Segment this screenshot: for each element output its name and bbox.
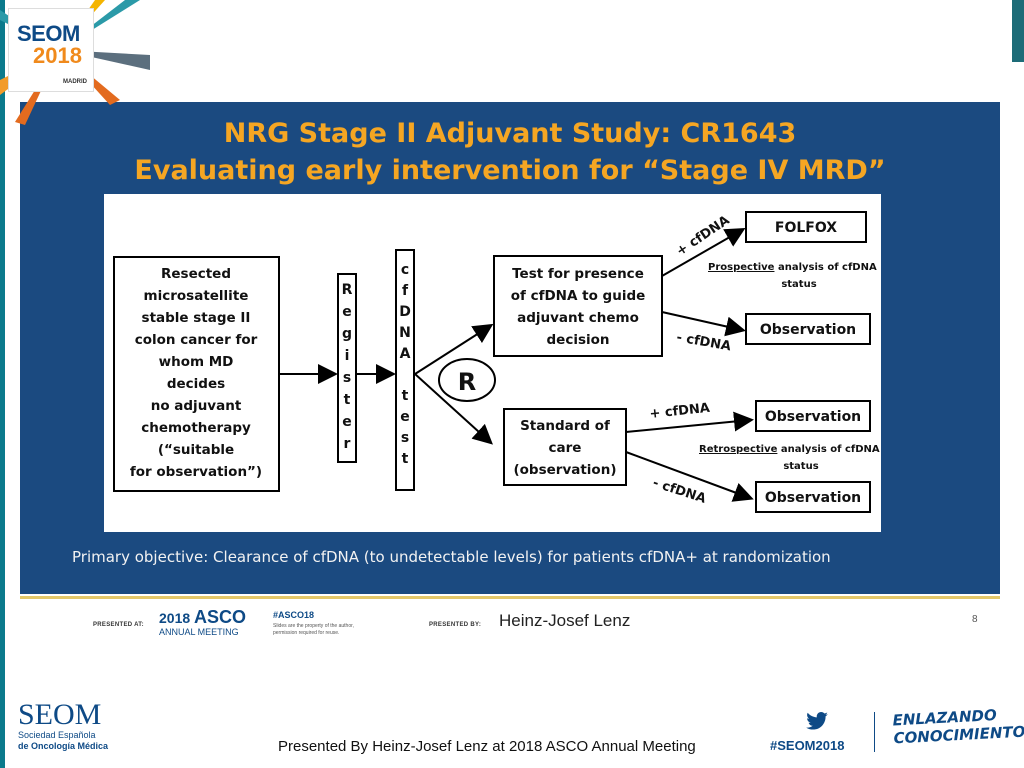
right-accent-strip bbox=[1012, 0, 1024, 62]
logo-line2: 2018 bbox=[33, 43, 82, 68]
note1-rest: analysis of cfDNA bbox=[774, 262, 877, 273]
presented-by-label: PRESENTED BY: bbox=[429, 622, 482, 628]
logo-line1: SEOM bbox=[17, 21, 80, 46]
register-letter: r bbox=[344, 436, 351, 452]
seom-hashtag: #SEOM2018 bbox=[770, 738, 845, 753]
slide-title-line2: Evaluating early intervention for “Stage… bbox=[134, 155, 886, 186]
arm2-negative-observation-box bbox=[755, 481, 871, 513]
eligibility-line: stable stage II bbox=[142, 310, 251, 326]
register-letter: e bbox=[342, 304, 352, 320]
eligibility-box bbox=[113, 256, 280, 492]
randomize-label: R bbox=[458, 368, 476, 396]
eligibility-line: whom MD bbox=[159, 354, 234, 370]
cfdna-test-letter: D bbox=[399, 304, 411, 320]
arm1-box bbox=[493, 255, 663, 357]
arm1-line: Test for presence bbox=[512, 266, 644, 282]
presentation-caption: Presented By Heinz-Josef Lenz at 2018 AS… bbox=[278, 738, 696, 755]
slide-footer-divider bbox=[20, 596, 1000, 599]
eligibility-line: chemotherapy bbox=[141, 420, 251, 436]
slide-title-line1: NRG Stage II Adjuvant Study: CR1643 bbox=[223, 118, 797, 149]
asco-year: 2018 bbox=[159, 610, 191, 626]
seom-sub2: de Oncología Médica bbox=[18, 741, 109, 751]
arm2-line: (observation) bbox=[513, 462, 616, 478]
arm1-line: adjuvant chemo bbox=[517, 310, 639, 326]
arrow-arm1-positive bbox=[661, 228, 746, 277]
arm1-negative-outcome: Observation bbox=[760, 322, 856, 338]
register-box bbox=[337, 273, 357, 463]
arrow-arm2-negative bbox=[625, 451, 754, 502]
note1: Prospective analysis of cfDNA bbox=[708, 262, 877, 273]
eligibility-line: for observation”) bbox=[130, 464, 262, 480]
cfdna-test-letter: f bbox=[402, 283, 409, 299]
arrow-to-arm2 bbox=[414, 373, 493, 445]
asco-name: ASCO bbox=[194, 607, 247, 627]
twitter-bird-icon bbox=[806, 712, 828, 730]
register-letter: e bbox=[342, 414, 352, 430]
seom-2018-logo: SEOM 2018 MADRID bbox=[8, 8, 94, 92]
arm1-observation-box bbox=[745, 313, 871, 345]
study-schema-panel: Resected microsatellite stable stage II … bbox=[104, 194, 881, 532]
arm1-line: decision bbox=[547, 332, 610, 348]
register-letter: i bbox=[345, 348, 350, 364]
presented-at-label: PRESENTED AT: bbox=[93, 622, 144, 628]
cfdna-test-letter: c bbox=[401, 262, 409, 278]
seom-sub1: Sociedad Española bbox=[18, 730, 96, 740]
register-letter: g bbox=[342, 326, 352, 342]
arm2-positive-observation-box bbox=[755, 400, 871, 432]
seom-society-logo: SEOM Sociedad Española de Oncología Médi… bbox=[18, 700, 108, 752]
note2-underlined: Retrospective bbox=[699, 444, 778, 455]
note1-underlined: Prospective bbox=[708, 262, 775, 273]
cfdna-test-letter: N bbox=[399, 325, 411, 341]
eligibility-line: microsatellite bbox=[144, 288, 249, 304]
enlazando-conocimiento-tagline: ENLAZANDO CONOCIMIENTO bbox=[892, 705, 1024, 747]
arm1-positive-outcome: FOLFOX bbox=[775, 220, 837, 236]
presenter-name: Heinz-Josef Lenz bbox=[499, 611, 631, 630]
note2-line2: status bbox=[783, 461, 818, 472]
cfdna-test-box bbox=[395, 249, 415, 491]
arm1-line: of cfDNA to guide bbox=[511, 288, 646, 304]
cfdna-test-letter: t bbox=[402, 451, 409, 467]
cfdna-test-letter: t bbox=[402, 388, 409, 404]
arrow-arm1-negative bbox=[661, 311, 746, 337]
arm2-line: Standard of bbox=[520, 418, 610, 434]
study-schema-diagram: Resected microsatellite stable stage II … bbox=[113, 211, 880, 513]
slide-footer: PRESENTED AT: 2018 ASCO ANNUAL MEETING #… bbox=[20, 600, 1000, 650]
eligibility-line: (“suitable bbox=[158, 442, 234, 458]
arm2-negative-outcome: Observation bbox=[765, 490, 861, 506]
arm2-box bbox=[503, 408, 627, 486]
disclaimer-line1: Slides are the property of the author, bbox=[273, 623, 354, 629]
footer-separator bbox=[874, 712, 875, 752]
logo-city: MADRID bbox=[63, 79, 87, 85]
slide-page-number: 8 bbox=[972, 614, 978, 625]
arm2-positive-outcome: Observation bbox=[765, 409, 861, 425]
asco-hashtag: #ASCO18 bbox=[273, 610, 315, 620]
disclaimer-line2: permission required for reuse. bbox=[273, 630, 340, 636]
slide: NRG Stage II Adjuvant Study: CR1643 Eval… bbox=[20, 102, 1000, 594]
cfdna-test-letter: A bbox=[400, 346, 411, 362]
arm2-line: care bbox=[549, 440, 582, 456]
folfox-box bbox=[745, 211, 867, 243]
eligibility-line: Resected bbox=[161, 266, 231, 282]
arrow-arm2-positive bbox=[625, 411, 754, 433]
randomize-circle bbox=[438, 358, 496, 402]
left-accent-strip bbox=[0, 0, 5, 768]
eligibility-line: decides bbox=[167, 376, 225, 392]
cfdna-test-letter: s bbox=[401, 430, 409, 446]
register-letter: t bbox=[344, 392, 351, 408]
register-letter: s bbox=[343, 370, 351, 386]
arm2-negative-label: - cfDNA bbox=[651, 476, 708, 507]
seom-name: SEOM bbox=[18, 698, 102, 731]
register-letter: R bbox=[342, 282, 353, 298]
arrow-to-arm1 bbox=[414, 323, 494, 375]
cfdna-test-letter: e bbox=[400, 409, 410, 425]
note2: Retrospective analysis of cfDNA bbox=[699, 444, 880, 455]
note2-rest: analysis of cfDNA bbox=[777, 444, 880, 455]
arm2-positive-label: + cfDNA bbox=[649, 401, 711, 422]
primary-objective: Primary objective: Clearance of cfDNA (t… bbox=[72, 548, 831, 566]
eligibility-line: no adjuvant bbox=[151, 398, 242, 414]
note1-line2: status bbox=[781, 279, 816, 290]
eligibility-line: colon cancer for bbox=[135, 332, 258, 348]
arm1-negative-label: - cfDNA bbox=[675, 330, 732, 354]
asco-annual-meeting: ANNUAL MEETING bbox=[159, 627, 239, 637]
